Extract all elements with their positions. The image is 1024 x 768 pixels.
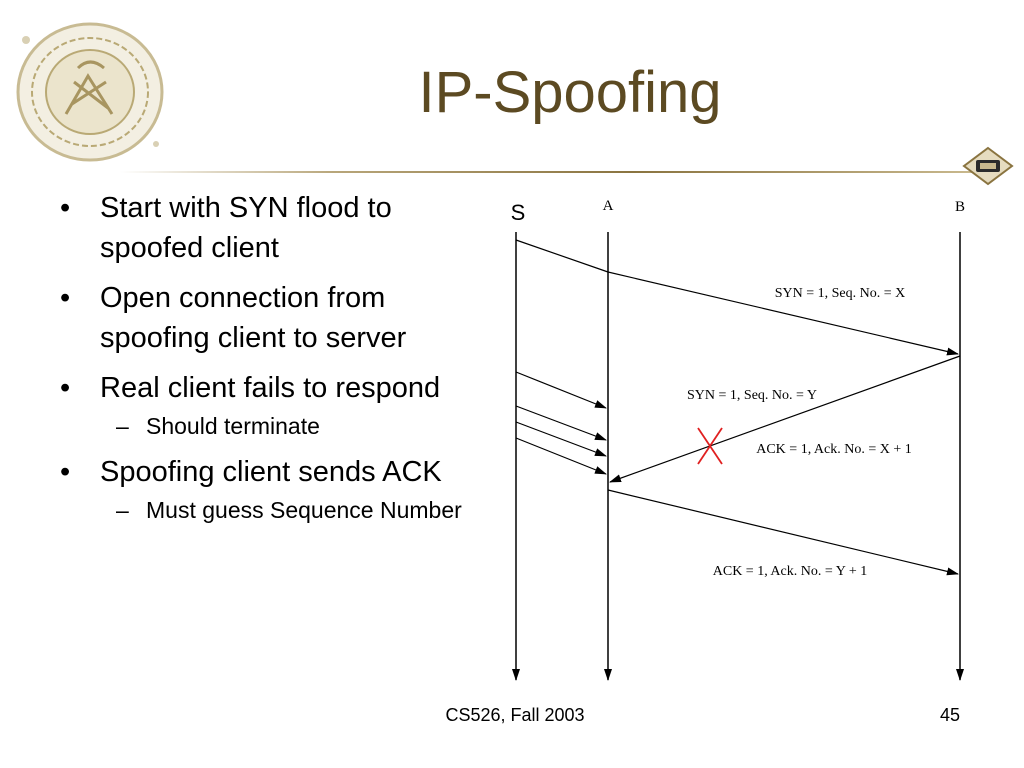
bullet-list: Start with SYN flood to spoofed client O…: [58, 188, 478, 536]
bullet-text: Open connection from spoofing client to …: [100, 282, 407, 354]
dropped-packet-mark: [697, 427, 723, 465]
bullet-text: Real client fails to respond: [100, 372, 441, 404]
slide-number: 45: [939, 705, 961, 725]
title-divider: [120, 168, 1010, 176]
bullet-item: Spoofing client sends ACK Must guess Seq…: [58, 452, 478, 526]
sub-bullet-text: Must guess Sequence Number: [146, 497, 462, 523]
sub-bullet-item: Must guess Sequence Number: [100, 494, 478, 526]
bullet-text: Start with SYN flood to spoofed client: [100, 192, 392, 264]
syn-x-arrow: [607, 271, 959, 356]
host-label-s: S: [511, 200, 526, 225]
slide-title: IP-Spoofing: [418, 60, 722, 125]
message-label-syn-x: SYN = 1, Seq. No. = X: [775, 286, 906, 301]
sub-bullet-text: Should terminate: [146, 413, 320, 439]
bullet-item: Open connection from spoofing client to …: [58, 278, 478, 358]
host-label-b: B: [955, 199, 965, 215]
sub-bullet-item: Should terminate: [100, 410, 478, 442]
footer-course: CS526, Fall 2003: [445, 705, 585, 725]
ack-y-arrow: [607, 489, 959, 576]
bullet-item: Start with SYN flood to spoofed client: [58, 188, 478, 268]
university-seal-icon: [16, 22, 164, 162]
message-label-ack-x: ACK = 1, Ack. No. = X + 1: [756, 442, 912, 457]
syn-flood-arrow: [515, 437, 607, 475]
syn-flood-arrow: [515, 405, 607, 441]
tcp-sequence-diagram: S A B SYN = 1, Seq. No. = X SYN = 1, Seq…: [511, 198, 965, 681]
bullet-item: Real client fails to respond Should term…: [58, 368, 478, 442]
message-label-ack-y: ACK = 1, Ack. No. = Y + 1: [713, 564, 867, 579]
bullet-text: Spoofing client sends ACK: [100, 456, 442, 488]
syn-flood-arrow: [515, 371, 607, 409]
syn-flood-arrow: [515, 421, 607, 457]
host-label-a: A: [603, 198, 614, 214]
syn-y-arrow: [609, 355, 961, 483]
syn-x-arrow-source: [515, 239, 609, 273]
message-label-syn-y: SYN = 1, Seq. No. = Y: [687, 388, 817, 403]
purdue-logo-icon: [962, 146, 1014, 186]
